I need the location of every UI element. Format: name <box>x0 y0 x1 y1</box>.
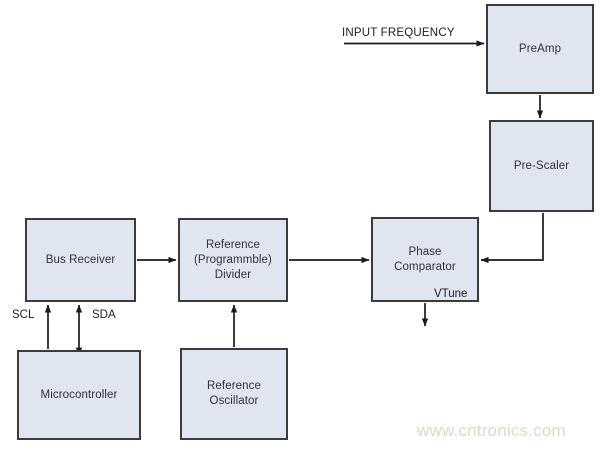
label-input-frequency: INPUT FREQUENCY <box>342 27 455 39</box>
site-watermark: www.cntronics.com <box>417 421 566 440</box>
block-reference-oscillator-label: Reference Oscillator <box>207 380 261 407</box>
block-prescaler[interactable]: Pre-Scaler <box>489 120 594 212</box>
block-microcontroller[interactable]: Microcontroller <box>17 350 141 440</box>
block-phase-comparator-label: Phase Comparator <box>394 245 456 273</box>
block-microcontroller-label: Microcontroller <box>40 388 118 401</box>
wire-prescaler-to-comparator <box>480 213 544 264</box>
label-scl: SCL <box>12 309 35 321</box>
block-reference-divider-label: Reference (Programmble) Divider <box>194 238 272 281</box>
block-preamp[interactable]: PreAmp <box>486 4 594 94</box>
label-vtune: VTune <box>434 288 468 300</box>
block-reference-oscillator[interactable]: Reference Oscillator <box>180 348 288 440</box>
block-preamp-label: PreAmp <box>518 42 562 55</box>
block-phase-comparator[interactable]: Phase Comparator <box>371 217 479 302</box>
label-sda: SDA <box>92 309 116 321</box>
block-prescaler-label: Pre-Scaler <box>513 159 570 172</box>
block-bus-receiver-label: Bus Receiver <box>45 253 116 266</box>
block-reference-divider[interactable]: Reference (Programmble) Divider <box>178 218 288 302</box>
block-bus-receiver[interactable]: Bus Receiver <box>25 218 136 302</box>
